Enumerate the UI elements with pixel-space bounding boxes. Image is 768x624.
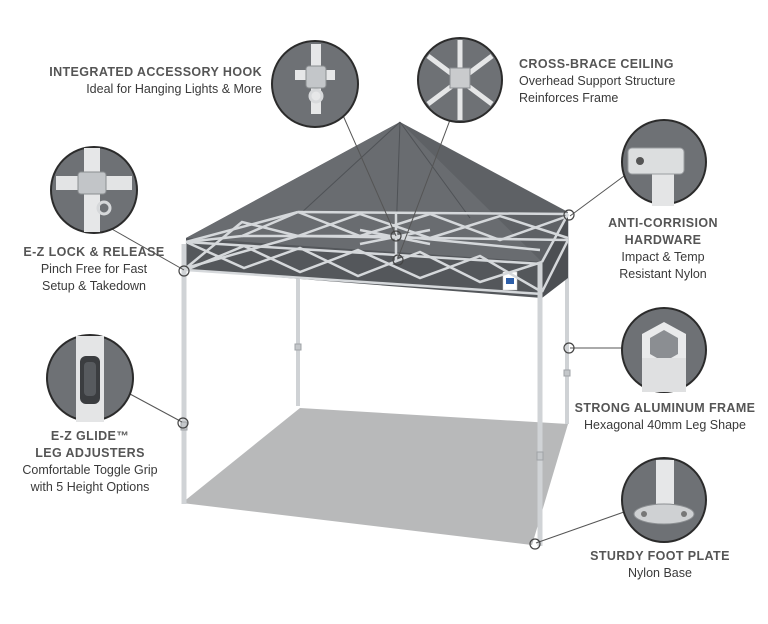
feature-title: STRONG ALUMINUM FRAME bbox=[574, 401, 756, 415]
leg-adjuster-detail-icon bbox=[46, 334, 134, 422]
feature-desc: Ideal for Hanging Lights & More bbox=[86, 82, 262, 96]
corner-hardware-detail-icon bbox=[621, 119, 707, 206]
feature-desc: with 5 Height Options bbox=[30, 480, 150, 494]
feature-desc: Setup & Takedown bbox=[41, 279, 146, 293]
feature-title: ANTI-CORRISION bbox=[608, 216, 718, 230]
feature-desc: Nylon Base bbox=[628, 566, 692, 580]
lock-release-detail-icon bbox=[50, 146, 138, 234]
canopy-valance bbox=[186, 238, 542, 298]
feature-accessory-hook: INTEGRATED ACCESSORY HOOK Ideal for Hang… bbox=[30, 64, 262, 98]
attachment-markers bbox=[177, 209, 575, 550]
feature-desc: Resistant Nylon bbox=[619, 267, 707, 281]
feature-title: STURDY FOOT PLATE bbox=[590, 549, 730, 563]
feature-desc: Overhead Support Structure bbox=[519, 74, 676, 88]
feature-lock-release: E-Z LOCK & RELEASE Pinch Free for Fast S… bbox=[10, 244, 178, 295]
feature-foot-plate: STURDY FOOT PLATE Nylon Base bbox=[585, 548, 735, 582]
canopy-roof-front bbox=[186, 122, 542, 262]
feature-cross-brace: CROSS-BRACE CEILING Overhead Support Str… bbox=[519, 56, 749, 107]
feature-desc: Comfortable Toggle Grip bbox=[22, 463, 158, 477]
leader-lines bbox=[109, 103, 626, 544]
truss-frame bbox=[185, 210, 570, 296]
feature-title: E-Z LOCK & RELEASE bbox=[23, 245, 165, 259]
foot-plate-detail-icon bbox=[621, 457, 707, 543]
feature-desc: Pinch Free for Fast bbox=[40, 262, 148, 276]
accessory-hook-detail-icon bbox=[271, 40, 359, 128]
feature-aluminum-frame: STRONG ALUMINUM FRAME Hexagonal 40mm Leg… bbox=[570, 400, 760, 434]
feature-desc: Impact & Temp bbox=[621, 250, 705, 264]
front-legs bbox=[181, 244, 543, 546]
feature-desc: Reinforces Frame bbox=[519, 91, 619, 105]
floor-shadow bbox=[182, 408, 568, 545]
cross-brace-detail-icon bbox=[417, 37, 503, 123]
hexagonal-leg-detail-icon bbox=[621, 307, 707, 393]
feature-title: INTEGRATED ACCESSORY HOOK bbox=[49, 65, 262, 79]
feature-title: E-Z GLIDE™ bbox=[50, 429, 130, 443]
feature-desc: Hexagonal 40mm Leg Shape bbox=[584, 418, 746, 432]
feature-anti-corrosion: ANTI-CORRISION HARDWARE Impact & Temp Re… bbox=[588, 215, 738, 283]
feature-title: HARDWARE bbox=[624, 233, 702, 247]
feature-title: CROSS-BRACE CEILING bbox=[519, 57, 674, 71]
feature-title: LEG ADJUSTERS bbox=[35, 446, 145, 460]
feature-leg-adjusters: E-Z GLIDE™ LEG ADJUSTERS Comfortable Tog… bbox=[6, 428, 174, 496]
